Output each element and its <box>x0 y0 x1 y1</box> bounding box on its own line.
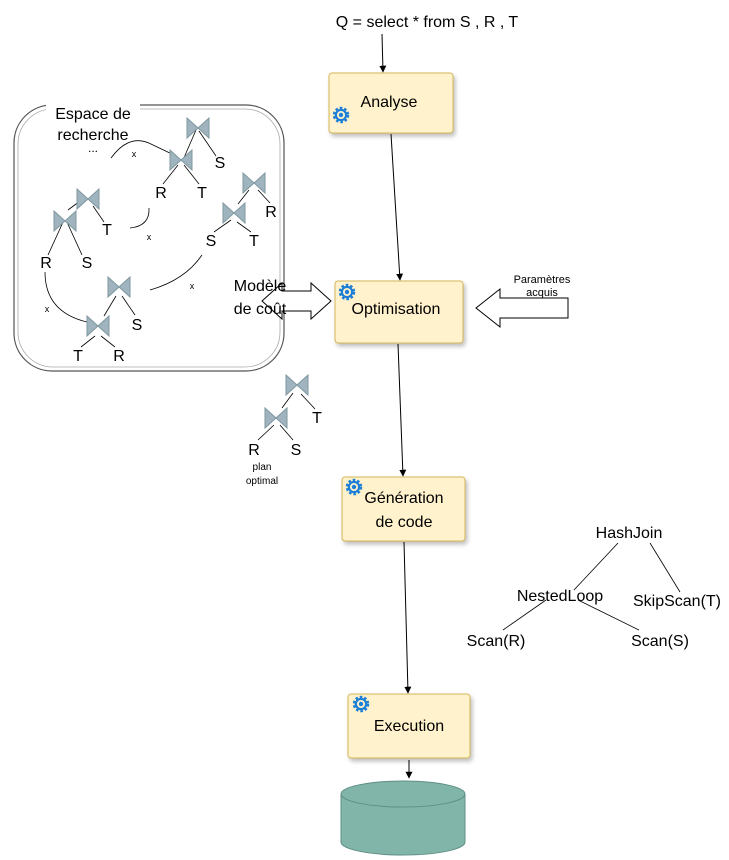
cross-mark: x <box>45 304 50 314</box>
acquired-params-line1: Paramètres <box>514 274 571 286</box>
cost-model-arrow: Modèle de coût <box>234 278 332 321</box>
acquired-params-line2: acquis <box>526 287 558 299</box>
bowtie-join-icon <box>285 374 309 396</box>
search-space-title-line1: Espace de <box>55 106 131 123</box>
leaf-label: T <box>249 233 259 250</box>
leaf-label: S <box>82 255 93 272</box>
leaf-label: T <box>312 410 322 427</box>
stage-label-analyse: Analyse <box>361 94 418 111</box>
double-arrow-icon <box>261 281 332 321</box>
bowtie-join-icon <box>264 407 288 429</box>
leaf-label: S <box>132 317 143 334</box>
stage-label-execution: Execution <box>374 718 444 735</box>
cross-mark: x <box>190 281 195 291</box>
stage-label-optimisation: Optimisation <box>352 301 441 318</box>
stage-box <box>347 693 471 759</box>
leaf-label: T <box>197 185 207 202</box>
query-text: Q = select * from S , R , T <box>336 14 519 31</box>
join-tree-a: S R T <box>155 117 226 202</box>
leaf-label: S <box>215 155 226 172</box>
search-space-title-line2: recherche <box>57 127 128 144</box>
tree-connectors <box>44 140 203 323</box>
plan-node-scan-s: Scan(S) <box>631 633 689 650</box>
stage-box <box>328 72 454 134</box>
plan-node-hashjoin: HashJoin <box>596 525 663 542</box>
pipeline-arrows <box>379 33 413 779</box>
stage-label-generation-line2: de code <box>376 514 433 531</box>
leaf-label: R <box>113 348 125 365</box>
plan-node-skipscan: SkipScan(T) <box>633 593 721 610</box>
search-space-frame <box>13 104 285 372</box>
database-icon <box>340 780 466 856</box>
left-arrow-icon <box>475 287 569 329</box>
search-space-ellipsis: ... <box>88 141 98 155</box>
acquired-params: Paramètres acquis <box>475 274 571 329</box>
cross-mark: x <box>147 232 152 242</box>
stage-label-generation-line1: Génération <box>364 490 443 507</box>
cost-model-line2: de coût <box>234 301 287 318</box>
search-space: Espace de recherche ... x x x x S R T <box>13 100 285 372</box>
join-tree-d: S T R <box>73 276 143 365</box>
arrow-generation-to-execution <box>403 541 412 694</box>
leaf-label: S <box>291 442 302 459</box>
arrow-optimisation-to-generation <box>397 343 407 477</box>
cost-model-line1: Modèle <box>234 278 287 295</box>
physical-plan-tree: HashJoin NestedLoop SkipScan(T) Scan(R) … <box>467 525 721 650</box>
join-tree-c: R S T <box>206 172 277 250</box>
stage-box <box>334 280 464 344</box>
optimal-plan-line1: plan <box>253 462 272 473</box>
join-tree-b: T R S <box>40 188 112 272</box>
stage-analyse: Analyse <box>328 72 454 134</box>
stage-execution: Execution <box>347 693 471 759</box>
leaf-label: R <box>40 255 52 272</box>
arrow-analyse-to-optimisation <box>390 133 404 281</box>
cross-mark: x <box>132 149 137 159</box>
optimal-plan-line2: optimal <box>246 476 278 487</box>
leaf-label: R <box>155 185 167 202</box>
stage-optimisation: Optimisation <box>334 280 464 344</box>
leaf-label: R <box>248 442 260 459</box>
leaf-label: T <box>73 348 83 365</box>
plan-node-nestedloop: NestedLoop <box>517 588 603 605</box>
leaf-label: R <box>265 204 277 221</box>
optimal-plan-tree: T R S plan optimal <box>246 374 322 487</box>
plan-node-scan-r: Scan(R) <box>467 633 526 650</box>
leaf-label: T <box>102 222 112 239</box>
leaf-label: S <box>206 233 217 250</box>
stage-generation: Génération de code <box>341 476 466 542</box>
stage-box <box>341 476 466 542</box>
arrow-query-to-analyse <box>379 33 387 73</box>
